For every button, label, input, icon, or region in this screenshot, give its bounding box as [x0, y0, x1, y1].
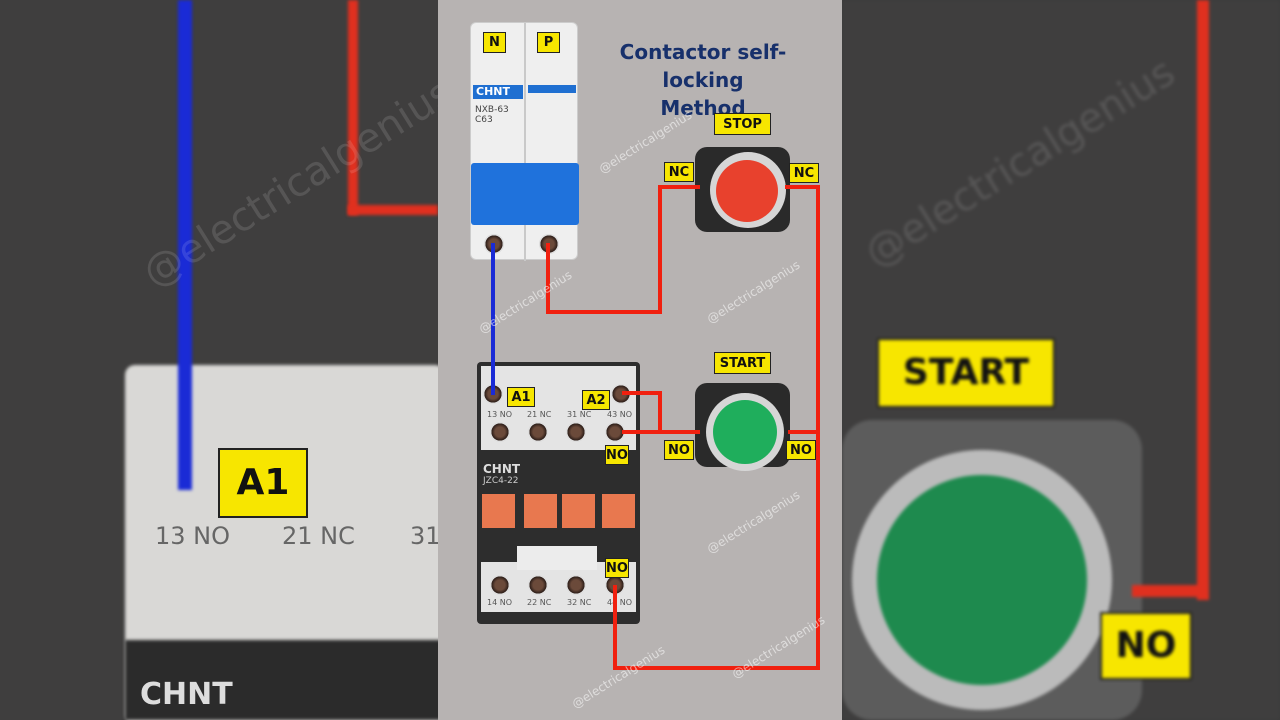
terminal-p-tag: P	[537, 32, 560, 53]
brand-blur: CHNT	[140, 677, 233, 712]
terminal-32: 32 NC	[567, 598, 592, 607]
phase-wire-blur	[348, 205, 438, 215]
terminal-14: 14 NO	[487, 598, 513, 607]
terminal-43: 43 NO	[607, 410, 633, 419]
start-no-right-tag: NO	[786, 440, 816, 460]
a1-tag-blur: A1	[218, 448, 308, 518]
a2-tag: A2	[582, 390, 610, 410]
breaker-model: NXB-63	[475, 105, 509, 115]
phase-wire-blur	[1132, 585, 1207, 597]
start-cap-blur	[877, 475, 1087, 685]
stop-button[interactable]	[716, 160, 778, 222]
terminal-n-tag: N	[483, 32, 506, 53]
terminal-13: 13 NO	[487, 410, 513, 419]
contactor-brand: CHNT	[483, 462, 521, 476]
title-line-2: Method	[660, 96, 746, 120]
stop-tag: STOP	[714, 113, 771, 135]
breaker-toggle[interactable]	[471, 163, 579, 225]
start-tag: START	[714, 352, 771, 374]
terminal-label-blur: 31	[410, 522, 438, 550]
background-right-zoom: START NO @electricalgenius	[842, 0, 1280, 720]
diagram-title: Contactor self-locking Method	[585, 38, 821, 122]
no-tag-blur: NO	[1100, 612, 1192, 680]
circuit-breaker: CHNT NXB-63 C63	[470, 22, 579, 261]
terminal-43-no-tag: NO	[605, 445, 629, 465]
start-button[interactable]	[713, 400, 777, 464]
breaker-rating: C63	[475, 115, 493, 125]
terminal-label-blur: 21 NC	[282, 522, 355, 550]
watermark: @electricalgenius	[856, 49, 1183, 277]
start-no-left-tag: NO	[664, 440, 694, 460]
contactor-blur-base	[125, 640, 438, 720]
breaker-brand: CHNT	[473, 85, 523, 99]
terminal-22: 22 NC	[527, 598, 552, 607]
terminal-44-no-tag: NO	[605, 558, 629, 578]
background-left-zoom: @electricalgenius A1 13 NO 21 NC 31 CHNT	[0, 0, 438, 720]
terminal-21: 21 NC	[527, 410, 552, 419]
phase-wire-blur	[348, 0, 358, 215]
stop-nc-left-tag: NC	[664, 162, 694, 182]
terminal-44: 44 NO	[607, 598, 633, 607]
stop-nc-right-tag: NC	[789, 163, 819, 183]
terminal-31: 31 NC	[567, 410, 592, 419]
a1-tag: A1	[507, 387, 535, 407]
title-line-1: Contactor self-locking	[619, 40, 787, 92]
terminal-label-blur: 13 NO	[155, 522, 231, 550]
start-tag-blur: START	[877, 338, 1055, 408]
neutral-wire-blur	[178, 0, 192, 490]
contactor-model: JZC4-22	[483, 476, 519, 486]
phase-wire-blur	[1197, 0, 1209, 600]
